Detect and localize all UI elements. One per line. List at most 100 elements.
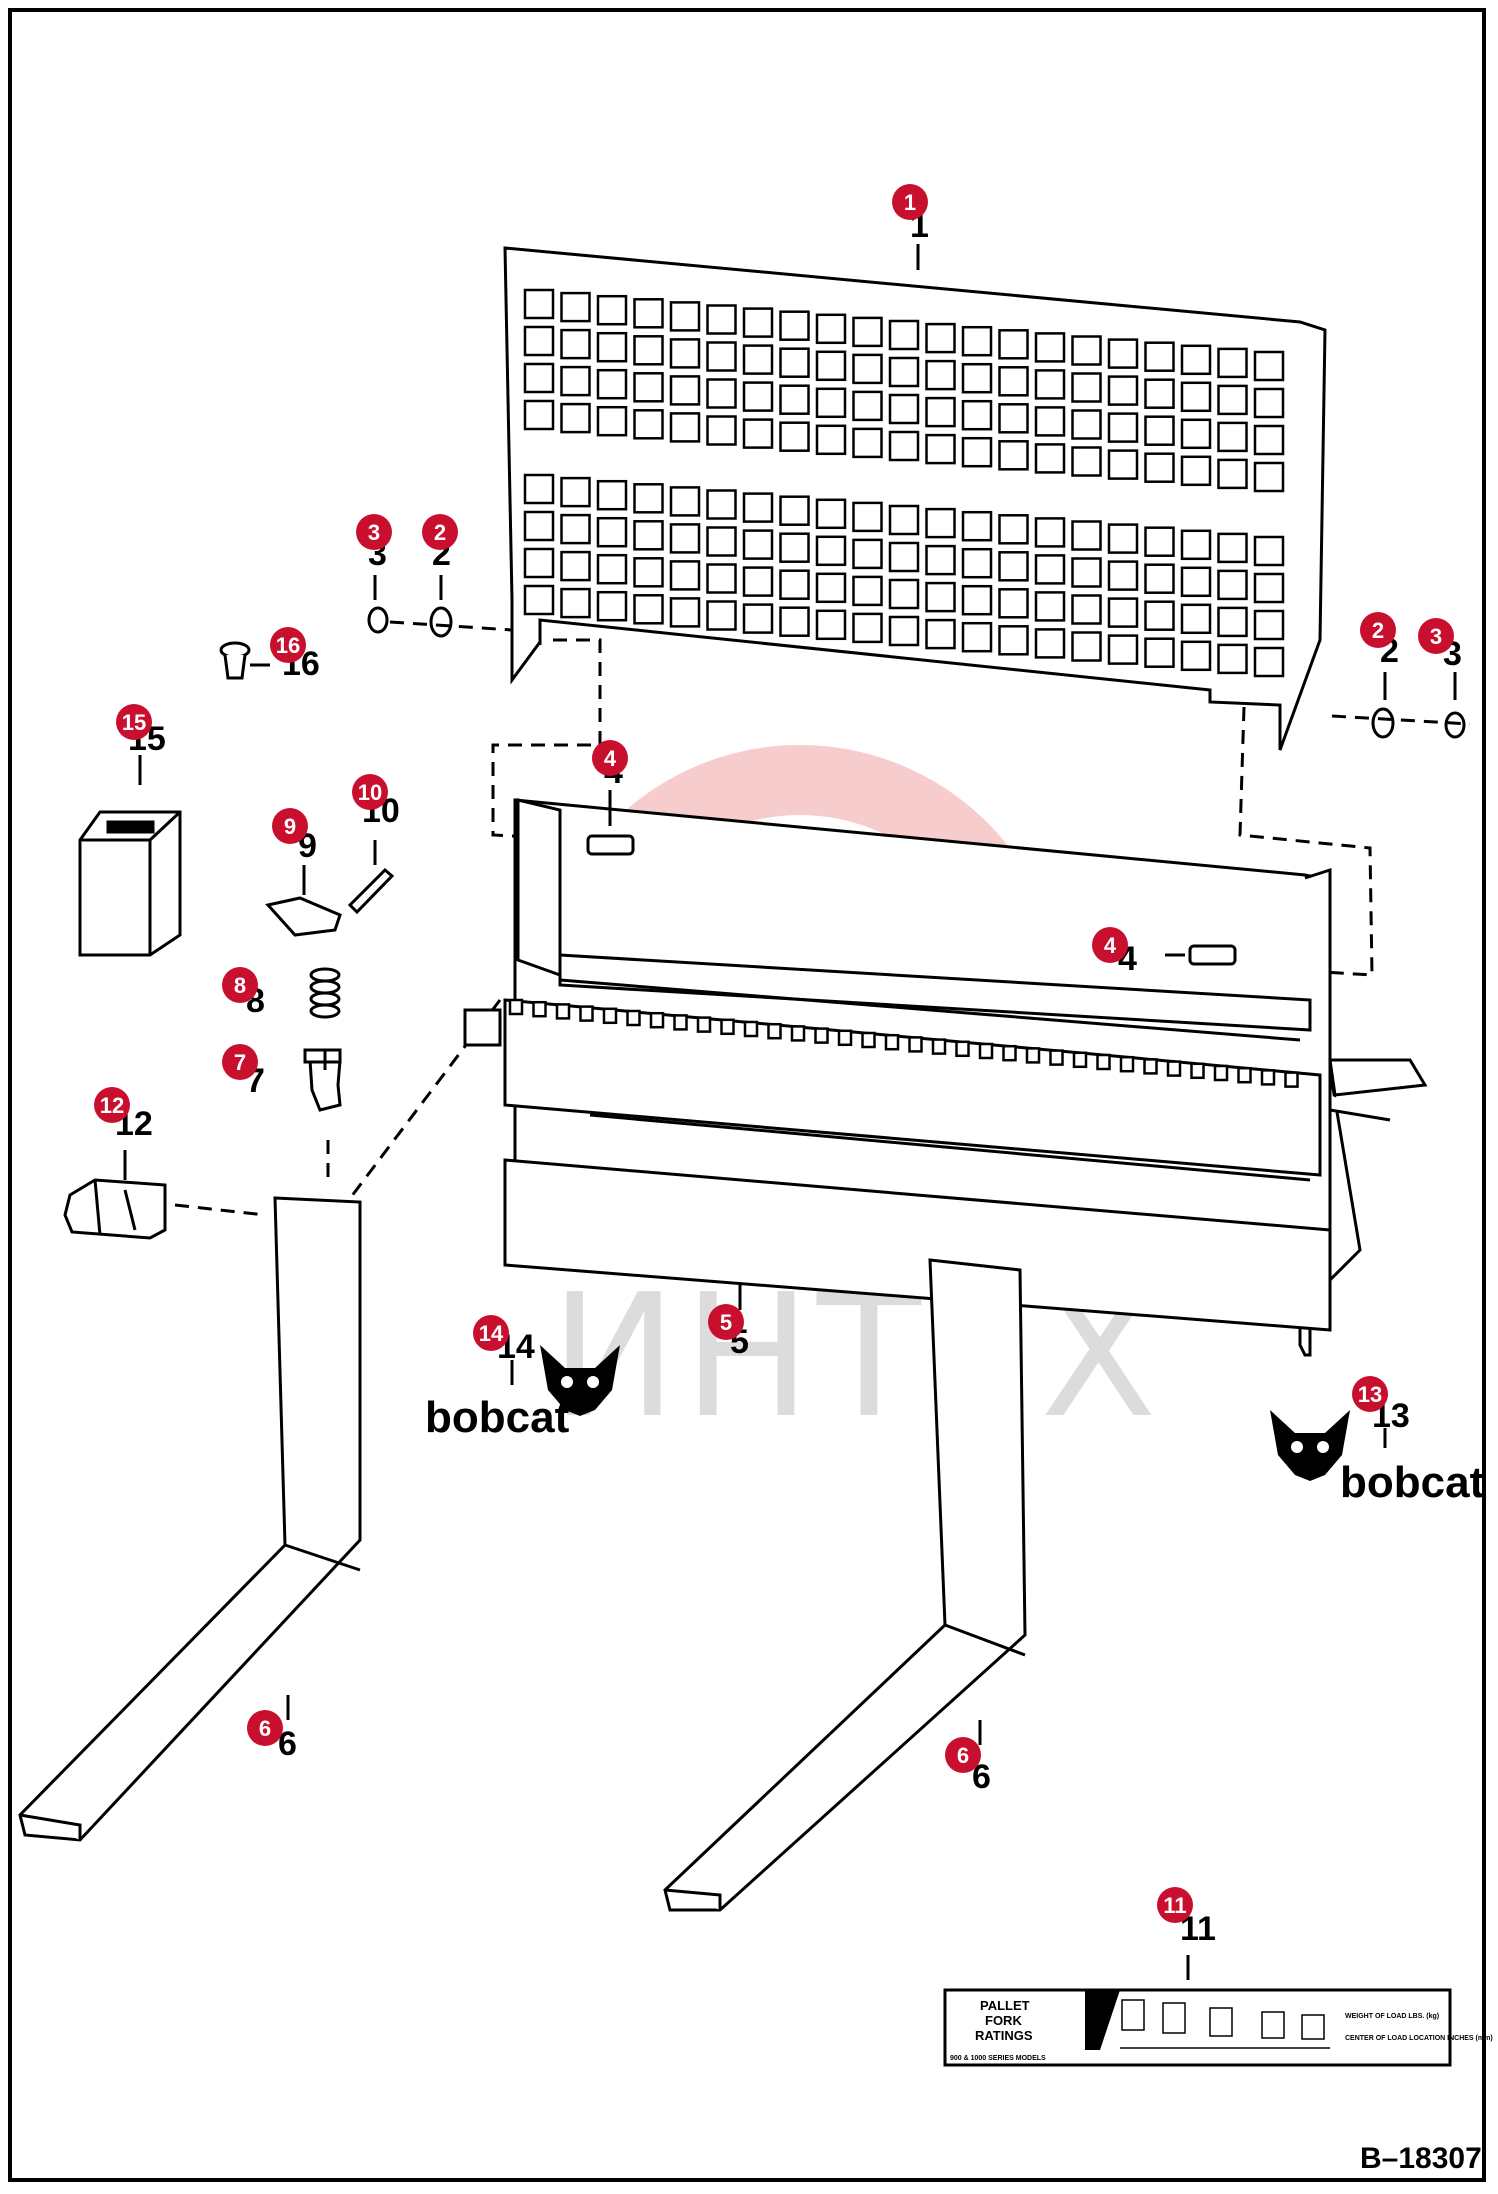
grille-square xyxy=(925,507,956,539)
decal-title-line-3: RATINGS xyxy=(975,2028,1033,2043)
grille-square xyxy=(1144,637,1175,668)
grille-square xyxy=(633,520,664,551)
grille-square xyxy=(888,430,920,462)
decal-label-center: CENTER OF LOAD LOCATION INCHES (mm) xyxy=(1345,2035,1493,2042)
grille-square xyxy=(669,375,701,406)
grille-square xyxy=(633,409,664,440)
grille-square xyxy=(1217,532,1248,564)
grille-square xyxy=(742,603,774,634)
fork-notch xyxy=(861,1031,876,1049)
part-latch xyxy=(63,1178,167,1240)
grille-square xyxy=(1034,517,1066,548)
grille-square xyxy=(815,498,847,530)
fork-notch xyxy=(790,1025,806,1042)
grille-square xyxy=(1217,384,1248,416)
grille-square xyxy=(1144,378,1175,409)
grille-square xyxy=(706,304,737,335)
grille-square xyxy=(815,313,847,345)
grille-square xyxy=(1253,609,1285,641)
grille-square xyxy=(815,535,847,567)
grille-square xyxy=(925,396,956,428)
grille-square xyxy=(1107,449,1139,480)
decal-title-line-1: PALLET xyxy=(980,1998,1030,2013)
svg-text:10: 10 xyxy=(358,780,382,805)
grille-square xyxy=(1253,387,1285,419)
spring-icon xyxy=(309,967,341,1019)
callout-badge-10: 10 xyxy=(352,774,388,810)
svg-text:3: 3 xyxy=(1430,624,1442,649)
grille-square xyxy=(560,550,591,582)
grille-square xyxy=(523,510,555,542)
svg-text:6: 6 xyxy=(957,1743,969,1768)
svg-text:16: 16 xyxy=(276,633,300,658)
drawing-border xyxy=(8,8,1486,2182)
grille-square xyxy=(706,600,737,631)
grille-square xyxy=(706,563,737,594)
grille-square xyxy=(1144,526,1175,557)
grille-square xyxy=(523,473,555,505)
fork-notch xyxy=(696,1016,712,1033)
grille-square xyxy=(1217,643,1248,675)
fork-notch xyxy=(931,1038,947,1055)
grille-square xyxy=(815,424,847,456)
grille-square xyxy=(888,504,920,536)
callout-badge-7: 7 xyxy=(222,1044,258,1080)
grille-square xyxy=(742,307,774,338)
fork-notch xyxy=(720,1018,735,1036)
grille-square xyxy=(1034,443,1066,474)
fork-notch xyxy=(1166,1060,1182,1077)
grille-square xyxy=(560,365,591,397)
grille-square xyxy=(1217,458,1248,490)
bolt-icon xyxy=(586,834,1237,966)
part-label-6: 6 xyxy=(278,1725,297,1763)
callout-badge-3: 3 xyxy=(356,514,392,550)
brand-wordmark: bobcat xyxy=(425,1393,570,1442)
grille-square xyxy=(779,421,810,452)
grille-square xyxy=(998,440,1029,471)
grille-square xyxy=(1107,560,1139,591)
part-pin-assembly xyxy=(265,867,395,1112)
fork-notch xyxy=(1237,1066,1252,1084)
grille-square xyxy=(669,338,701,369)
grille-square xyxy=(1071,520,1102,551)
grille-square xyxy=(633,335,664,366)
grille-square xyxy=(596,368,628,400)
grille-square xyxy=(1071,409,1102,440)
grille-square xyxy=(1034,332,1066,363)
grille-square xyxy=(925,581,956,613)
grille-square xyxy=(596,331,628,363)
grille-square xyxy=(888,615,920,647)
grille-square xyxy=(1144,600,1175,631)
grille-square xyxy=(779,495,810,526)
grille-square xyxy=(1034,369,1066,400)
grille-square xyxy=(742,344,774,375)
grille-square xyxy=(1144,563,1175,594)
brand-wordmark: bobcat xyxy=(1340,1458,1485,1507)
grille-square xyxy=(1144,415,1175,446)
decal-bottom-text: 900 & 1000 SERIES MODELS xyxy=(950,2055,1046,2062)
fork-notch xyxy=(508,998,524,1016)
bobcat-head-icon xyxy=(540,1345,620,1416)
grille-square xyxy=(888,393,920,425)
grille-square xyxy=(706,378,737,409)
grille-openings xyxy=(523,288,1285,678)
grille-square xyxy=(998,588,1029,619)
fork-notch xyxy=(602,1007,618,1025)
grille-square xyxy=(633,594,664,625)
grille-square xyxy=(1217,421,1248,453)
grille-square xyxy=(1107,634,1139,665)
grille-square xyxy=(852,427,883,459)
grille-square xyxy=(779,347,810,378)
grille-square xyxy=(998,329,1029,360)
grille-square xyxy=(1034,406,1066,437)
callout-badge-9: 9 xyxy=(272,808,308,844)
grille-square xyxy=(596,405,628,437)
grille-square xyxy=(1253,535,1285,567)
svg-text:14: 14 xyxy=(479,1321,504,1346)
fork-notch xyxy=(1190,1062,1205,1080)
grille-square xyxy=(596,516,628,548)
fork-notch xyxy=(767,1022,782,1040)
grille-square xyxy=(925,322,956,354)
grille-square xyxy=(706,341,737,372)
fork-notch xyxy=(673,1014,688,1031)
